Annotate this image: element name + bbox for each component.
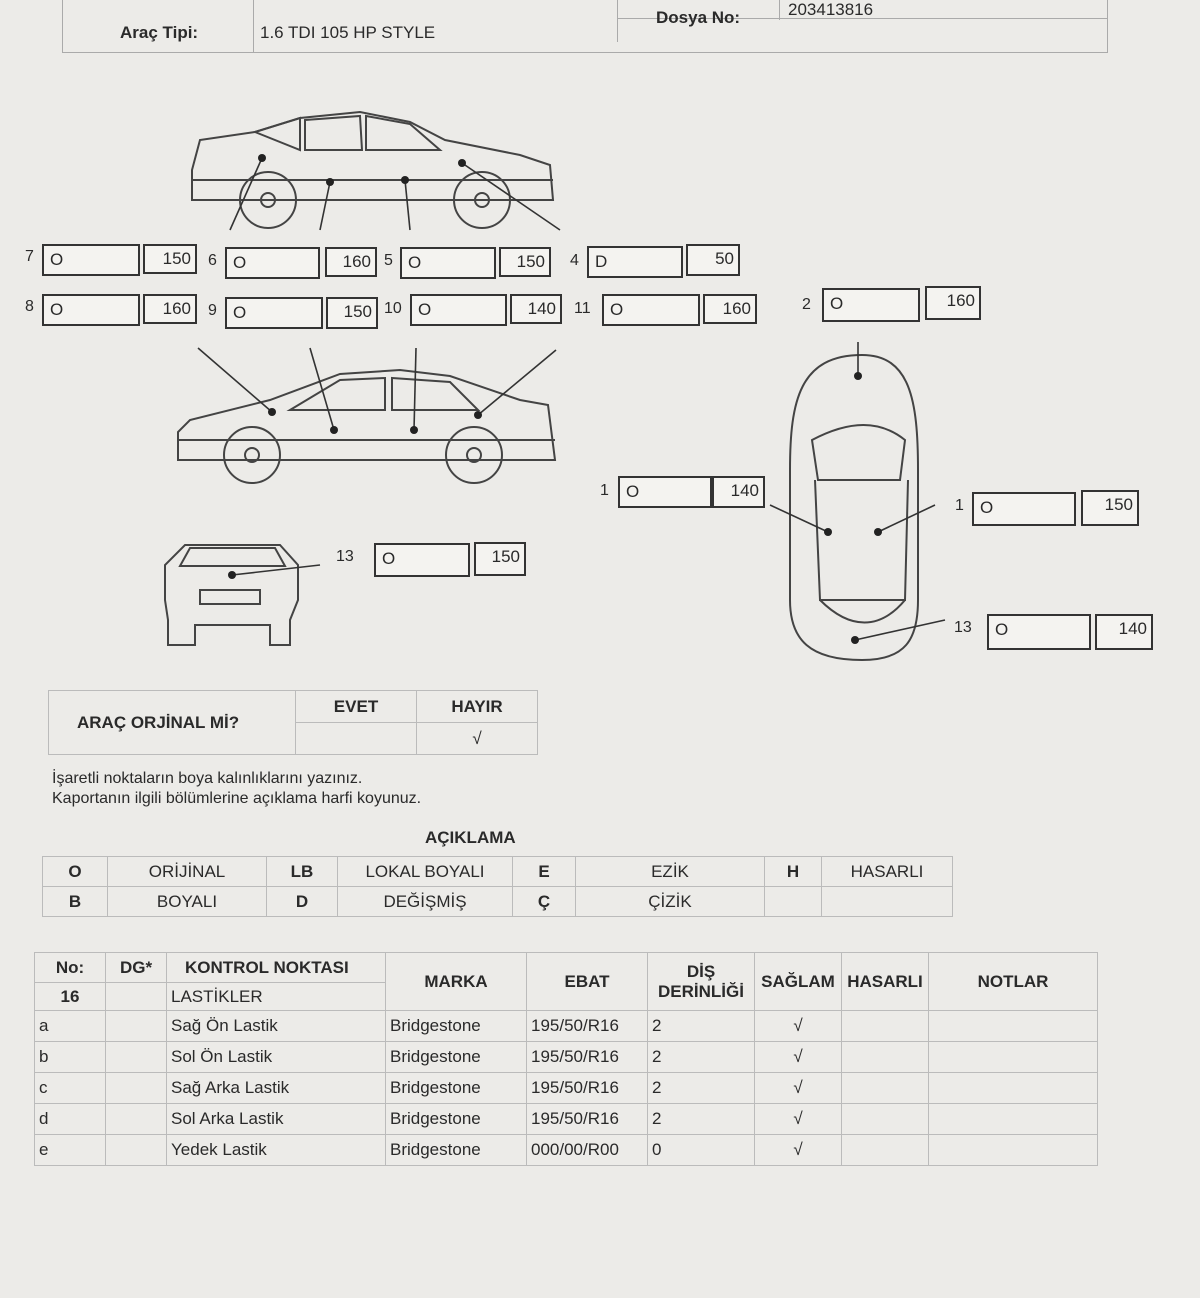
legend-text: HASARLI (821, 856, 953, 887)
no-check[interactable]: √ (416, 722, 538, 755)
car-side-view-top (191, 110, 555, 229)
legend-code: H (764, 856, 822, 887)
section-no: 16 (34, 982, 106, 1011)
legend-code: D (266, 886, 338, 917)
point-value-field[interactable]: 150 (143, 244, 197, 274)
file-no-label: Dosya No: (656, 8, 741, 27)
legend-text: EZİK (575, 856, 765, 887)
point-code-field[interactable]: O (822, 288, 920, 322)
legend-code: B (42, 886, 108, 917)
point-value-field[interactable]: 140 (510, 294, 562, 324)
point-code-field[interactable]: O (618, 476, 712, 508)
point-value-field[interactable]: 150 (1081, 490, 1139, 526)
legend-text: BOYALI (107, 886, 267, 917)
legend-text: ÇİZİK (575, 886, 765, 917)
legend-code: Ç (512, 886, 576, 917)
car-rear-view (164, 544, 299, 646)
legend-text: DEĞİŞMİŞ (337, 886, 513, 917)
car-diagrams (164, 110, 946, 662)
point-code-field[interactable]: O (225, 247, 320, 279)
instruction-line: İşaretli noktaların boya kalınlıklarını … (52, 770, 363, 787)
original-question: ARAÇ ORJİNAL Mİ? (48, 690, 296, 755)
car-side-view-bottom (177, 368, 557, 484)
point-value-field[interactable]: 150 (499, 247, 551, 277)
legend-text: LOKAL BOYALI (337, 856, 513, 887)
instruction-line: Kaportanın ilgili bölümlerine açıklama h… (52, 790, 422, 807)
point-code-field[interactable]: O (972, 492, 1076, 526)
point-value-field[interactable]: 160 (143, 294, 197, 324)
legend-code: E (512, 856, 576, 887)
header-row (62, 0, 1108, 53)
legend-code: LB (266, 856, 338, 887)
point-value-field[interactable]: 140 (1095, 614, 1153, 650)
point-value-field[interactable]: 160 (703, 294, 757, 324)
col-notes: NOTLAR (928, 952, 1098, 1011)
point-value-field[interactable]: 150 (326, 297, 378, 329)
col-good: SAĞLAM (754, 952, 842, 1011)
point-value-field[interactable]: 140 (712, 476, 765, 508)
point-code-field[interactable]: D (587, 246, 683, 278)
yes-label: EVET (295, 690, 417, 723)
col-damaged: HASARLI (841, 952, 929, 1011)
point-value-field[interactable]: 150 (474, 542, 526, 576)
point-value-field[interactable]: 160 (325, 247, 377, 277)
col-control: KONTROL NOKTASI (166, 952, 386, 983)
original-question-table: ARAÇ ORJİNAL Mİ? EVET HAYIR √ (48, 690, 538, 755)
point-code-field[interactable]: O (400, 247, 496, 279)
col-no: No: (34, 952, 106, 983)
legend-title: AÇIKLAMA (425, 828, 516, 847)
point-value-field[interactable]: 160 (925, 286, 981, 320)
no-label: HAYIR (416, 690, 538, 723)
file-no-value: 203413816 (788, 0, 874, 19)
point-code-field[interactable]: O (602, 294, 700, 326)
point-code-field[interactable]: O (225, 297, 323, 329)
legend-code: O (42, 856, 108, 887)
vehicle-type-label: Araç Tipi: (120, 23, 199, 42)
vehicle-type-value: 1.6 TDI 105 HP STYLE (260, 23, 436, 42)
section-title: LASTİKLER (166, 982, 386, 1011)
car-top-view (789, 353, 919, 662)
point-code-field[interactable]: O (42, 294, 140, 326)
legend-text (821, 886, 953, 917)
point-code-field[interactable]: O (42, 244, 140, 276)
point-code-field[interactable]: O (374, 543, 470, 577)
col-dg: DG* (105, 952, 167, 983)
yes-check[interactable] (295, 722, 417, 755)
legend-table: O ORİJİNAL LB LOKAL BOYALI E EZİK H HASA… (42, 856, 953, 917)
tire-table: No: DG* KONTROL NOKTASI MARKA EBAT DİŞ D… (34, 952, 1098, 1166)
point-code-field[interactable]: O (410, 294, 507, 326)
point-code-field[interactable]: O (987, 614, 1091, 650)
point-value-field[interactable]: 50 (686, 244, 740, 276)
legend-code (764, 886, 822, 917)
legend-text: ORİJİNAL (107, 856, 267, 887)
col-depth: DİŞ DERİNLİĞİ (647, 952, 755, 1011)
col-size: EBAT (526, 952, 648, 1011)
col-brand: MARKA (385, 952, 527, 1011)
